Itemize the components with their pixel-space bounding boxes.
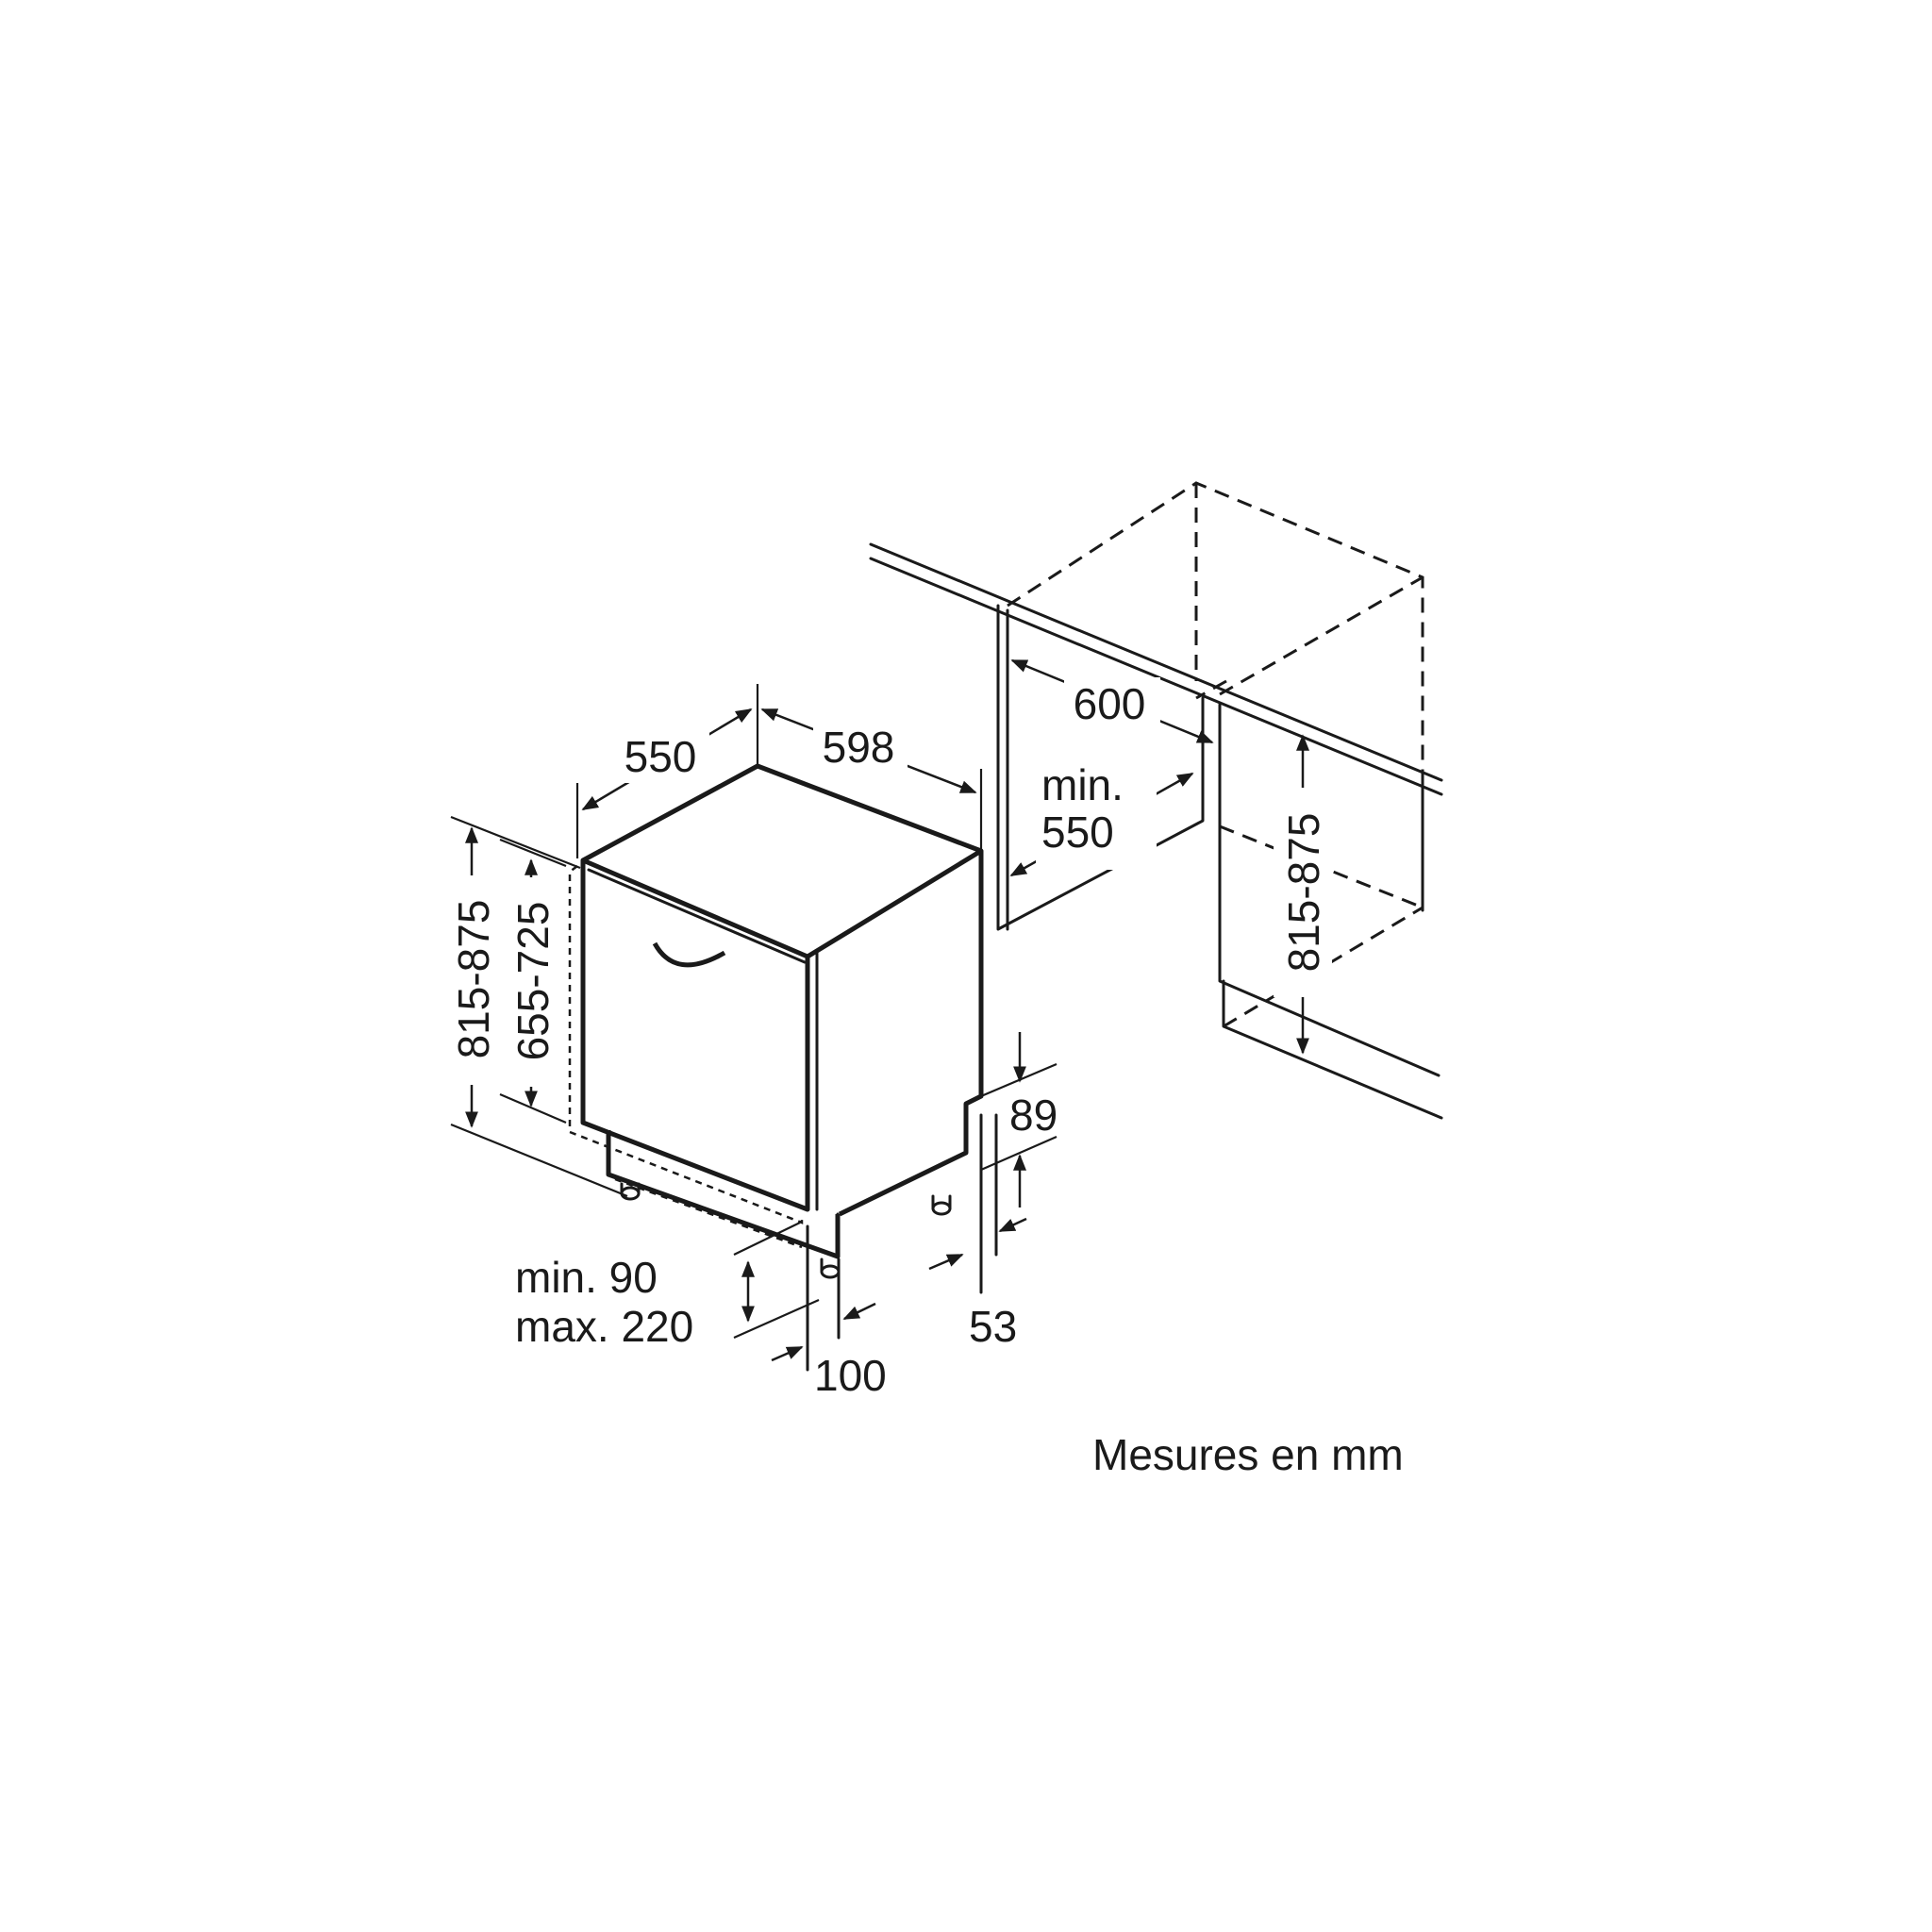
label-niche-depth-min: min. <box>1041 760 1124 809</box>
dim-arrow-plinth-bottom-right <box>998 1217 1027 1233</box>
dishwasher-dimensions: 550 598 815-875 655-725 89 53 min. 90 ma… <box>449 684 1058 1400</box>
ext-plinth-mid <box>980 1135 1058 1172</box>
ext-door-bottom <box>499 1092 567 1124</box>
niche-outline-cross <box>1219 575 1424 696</box>
label-width: 598 <box>823 723 895 772</box>
label-niche-depth-value: 550 <box>1041 808 1114 857</box>
ext-door-top <box>499 838 567 868</box>
label-niche-width: 600 <box>1074 679 1146 728</box>
dim-arrow-plinth-bottom-left <box>928 1253 964 1271</box>
door-panel-outline <box>568 865 804 1224</box>
label-depth: 550 <box>625 732 697 781</box>
dishwasher <box>568 763 984 1279</box>
niche-outline-floor <box>1223 906 1424 1028</box>
label-plinth-bottom: 53 <box>969 1302 1017 1351</box>
label-plinth-range-max: max. 220 <box>515 1302 693 1351</box>
dishwasher-side <box>838 851 984 1217</box>
base-dashed-line <box>614 1177 803 1249</box>
ext-range-top <box>733 1222 801 1256</box>
foot-front-left <box>620 1186 641 1201</box>
units-caption: Mesures en mm <box>1092 1430 1404 1479</box>
dishwasher-top <box>580 763 984 959</box>
dishwasher-base-front <box>606 1130 841 1259</box>
dishwasher-door <box>580 860 810 1212</box>
foot-rear-right <box>931 1201 952 1216</box>
right-cabinet-plinth <box>1222 979 1443 1120</box>
label-plinth-range-min: min. 90 <box>515 1253 658 1302</box>
door-handle <box>652 941 726 968</box>
countertop-edge-bottom <box>869 557 1443 796</box>
kitchen-niche: 600 min. 550 815-875 <box>869 481 1443 1120</box>
foot-front-right <box>820 1264 841 1279</box>
ext-height-top <box>450 815 581 870</box>
right-cabinet-front <box>1218 703 1441 1077</box>
countertop-edge-top <box>869 542 1443 782</box>
door-top-trim <box>587 868 807 964</box>
dim-arrow-foot-offset-right <box>842 1302 876 1321</box>
label-total-height: 815-875 <box>449 900 498 1059</box>
niche-outline-top <box>1007 481 1424 901</box>
ext-range-bottom <box>733 1298 820 1340</box>
label-niche-height: 815-875 <box>1279 813 1328 973</box>
ext-height-bottom <box>450 1123 628 1198</box>
label-door-height: 655-725 <box>508 902 558 1061</box>
label-plinth-top: 89 <box>1009 1091 1058 1140</box>
dim-arrow-foot-offset-left <box>771 1345 804 1362</box>
label-foot-offset: 100 <box>814 1351 887 1400</box>
